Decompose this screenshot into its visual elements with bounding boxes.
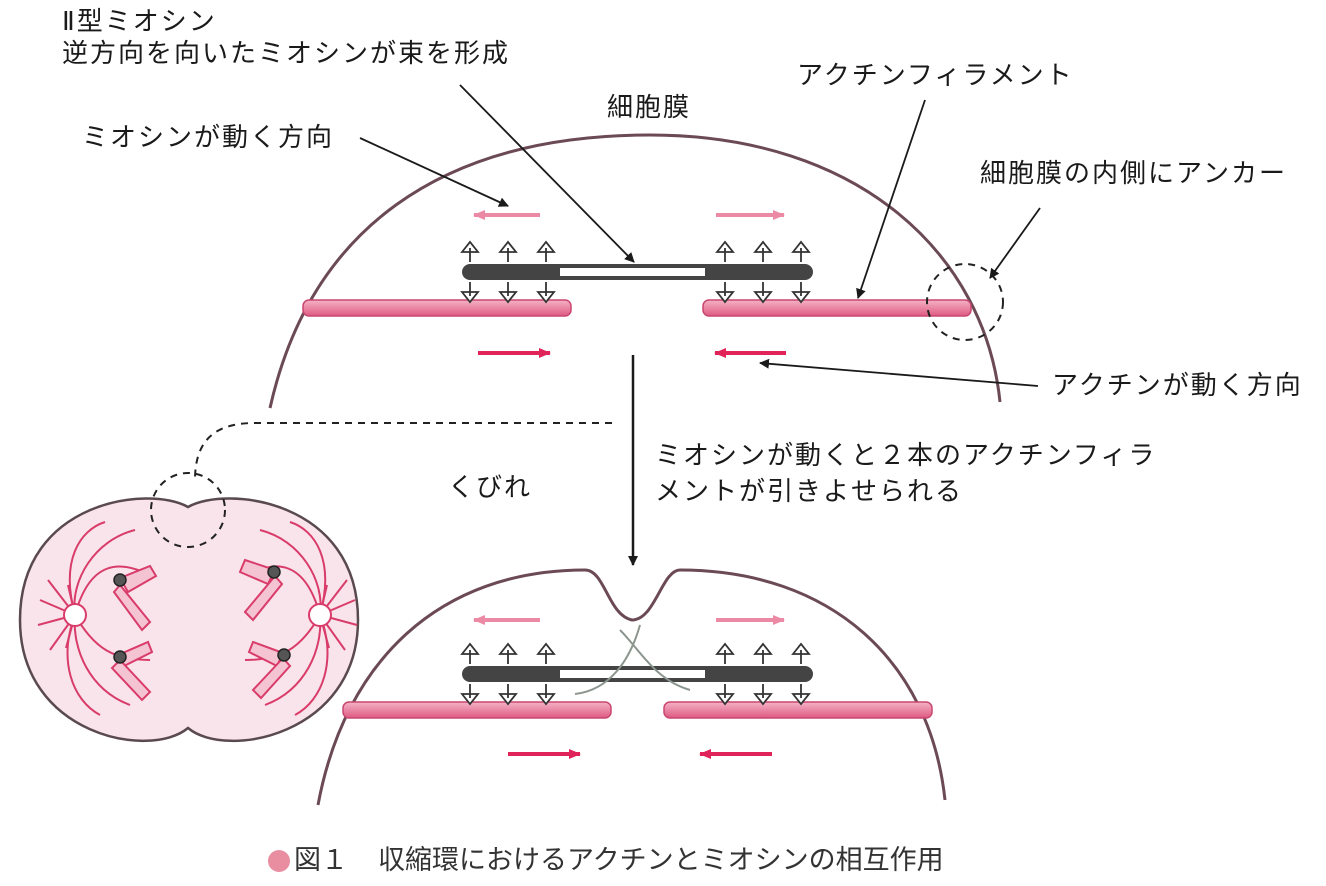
label-membrane: 細胞膜 [607, 93, 692, 123]
caption-bullet-icon [268, 850, 290, 872]
actin-filament-top-left [302, 299, 572, 317]
centrosome-left [63, 603, 87, 627]
pointer-anchor [989, 207, 1041, 279]
myosin-heads-top [460, 240, 811, 304]
label-myosin-type: Ⅱ型ミオシン [62, 7, 217, 37]
actin-filament-bottom-right [663, 701, 933, 719]
actin-filament-bottom-left [342, 701, 612, 719]
label-pulled-line2: メントが引きよせられる [655, 477, 964, 507]
cell-membrane-top [268, 133, 1002, 409]
label-actin-direction: アクチンが動く方向 [1052, 371, 1303, 401]
centrosome-right [308, 603, 332, 627]
tether-strands [574, 624, 691, 695]
label-constriction: くびれ [448, 473, 533, 503]
myosin-heads-bottom [460, 642, 811, 706]
figure-caption: 図１ 収縮環におけるアクチンとミオシンの相互作用 [268, 838, 944, 877]
label-actin-filament: アクチンフィラメント [797, 61, 1074, 91]
label-myosin-bundle: 逆方向を向いたミオシンが束を形成 [62, 39, 511, 69]
pointer-myosin-direction [359, 137, 509, 207]
zoom-leader [194, 422, 612, 481]
caption-figure-number: 図１ [294, 845, 348, 876]
actin-filament-top-right [702, 299, 972, 317]
label-anchor: 細胞膜の内側にアンカー [980, 159, 1287, 189]
pointer-actin-direction [759, 358, 1039, 387]
cell-membrane-bottom [316, 568, 947, 806]
pointer-actin-filament [856, 99, 926, 299]
pointer-myosin-bundle [459, 84, 635, 263]
anchor-circle [926, 263, 1004, 341]
caption-title: 収縮環におけるアクチンとミオシンの相互作用 [378, 845, 944, 876]
kinetochores [113, 565, 291, 664]
label-pulled-line1: ミオシンが動くと２本のアクチンフィラ [655, 441, 1157, 471]
label-myosin-direction: ミオシンが動く方向 [82, 123, 335, 153]
constriction-zoom-circle [150, 472, 226, 548]
